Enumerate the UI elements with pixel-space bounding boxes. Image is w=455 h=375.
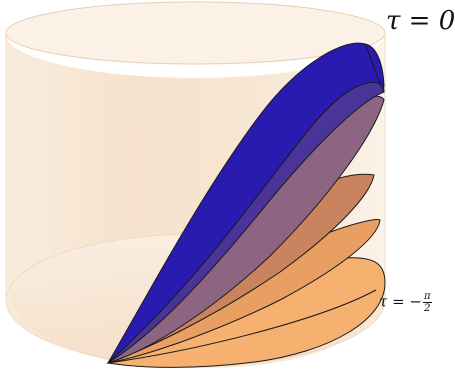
surface-6-inner-edge: [364, 43, 385, 93]
tau-minus-prefix: τ = −: [379, 292, 422, 311]
surface-1-rim: [107, 289, 377, 364]
diagram-canvas: [5, 1, 386, 368]
tau-zero-label: τ = 0: [386, 6, 455, 36]
fraction-denominator: 2: [424, 303, 431, 314]
fraction-numerator: π: [422, 291, 432, 303]
surface-6: [107, 42, 385, 364]
surfaces-group: [106, 42, 386, 368]
